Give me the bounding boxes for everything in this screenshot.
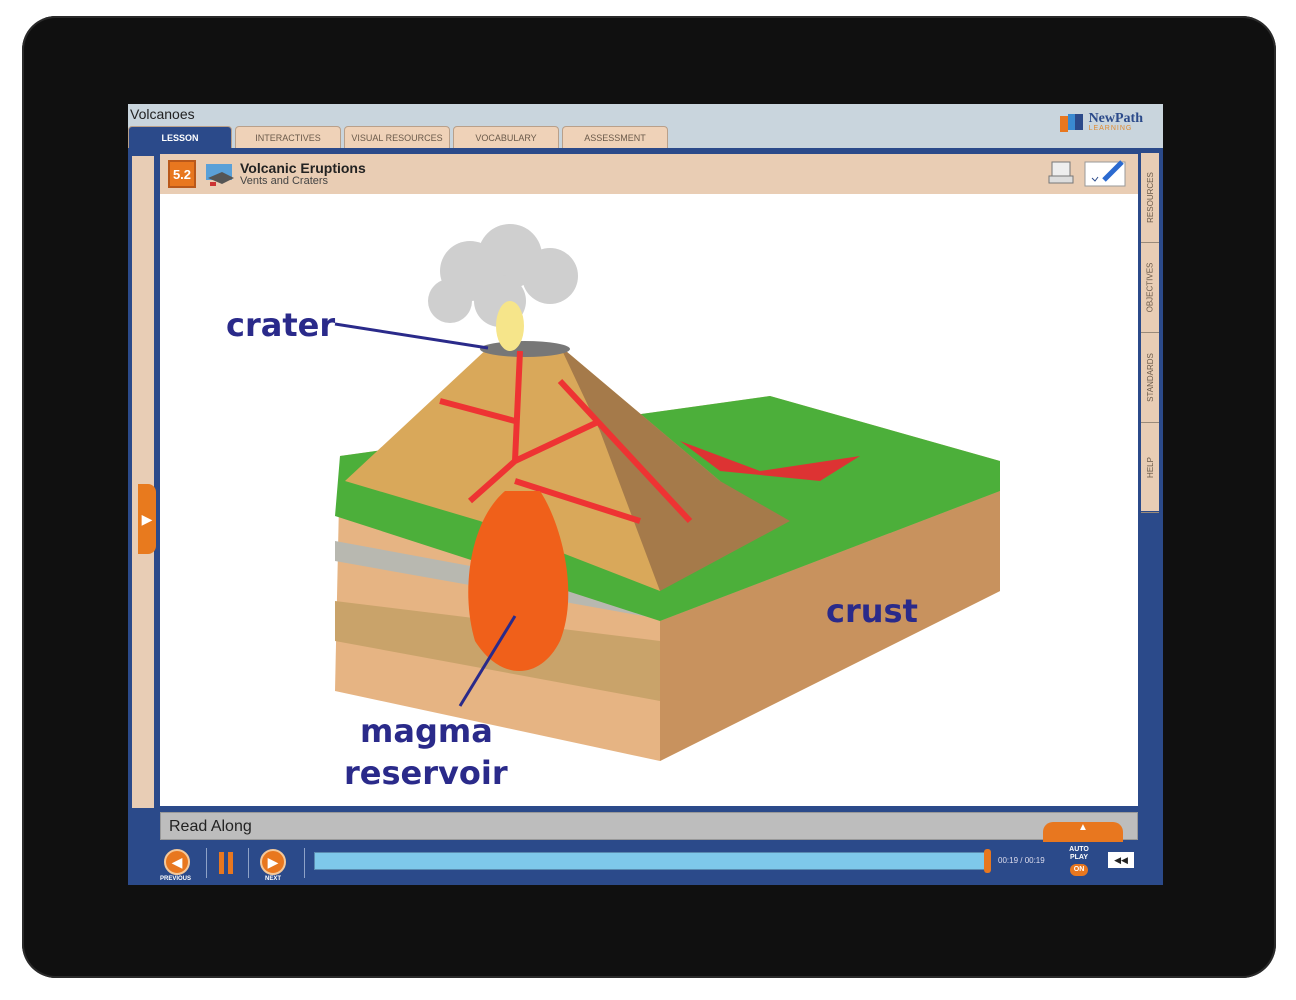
notes-pen-icon[interactable] (1084, 158, 1128, 188)
graduation-cap-icon (206, 164, 234, 186)
lesson-content: crater crust magma reservoir (160, 194, 1138, 806)
magma-reservoir (468, 491, 569, 671)
eruption-glow (496, 301, 524, 351)
previous-label: PREVIOUS (160, 876, 192, 882)
side-tab-help[interactable]: HELP (1141, 423, 1159, 513)
tab-lesson[interactable]: LESSON (128, 126, 232, 148)
side-tab-label: HELP (1145, 457, 1155, 478)
ash-cloud (428, 224, 578, 327)
side-tab-label: OBJECTIVES (1145, 262, 1155, 313)
expand-left-panel-button[interactable]: ▶ (138, 484, 156, 554)
lesson-title: Volcanic Eruptions (240, 160, 366, 176)
progress-bar[interactable] (314, 852, 988, 870)
lesson-subtitle: Vents and Craters (240, 175, 329, 187)
divider (206, 848, 207, 878)
autoplay-toggle[interactable]: AUTO PLAY ON (1068, 846, 1090, 876)
divider (304, 848, 305, 878)
expand-read-along-button[interactable]: ▲ (1043, 822, 1123, 842)
magma-pointer (458, 615, 517, 707)
autoplay-label: AUTO PLAY (1069, 846, 1089, 861)
label-reservoir: reservoir (344, 754, 508, 792)
volcano-diagram (334, 224, 1000, 761)
logo-text: NewPath (1088, 111, 1143, 126)
next-label: NEXT (265, 876, 282, 882)
side-tabs: RESOURCES OBJECTIVES STANDARDS HELP (1140, 152, 1160, 513)
logo-subtext: LEARNING (1088, 125, 1133, 132)
print-icon[interactable] (1048, 160, 1074, 186)
tab-interactives[interactable]: INTERACTIVES (235, 126, 341, 148)
autoplay-state: ON (1070, 864, 1088, 876)
crater-rim (480, 341, 570, 357)
side-tab-standards[interactable]: STANDARDS (1141, 333, 1159, 423)
audio-rewind-button[interactable]: ◀◀ (1108, 852, 1134, 868)
label-crater: crater (226, 306, 336, 344)
divider (248, 848, 249, 878)
label-magma: magma (360, 712, 493, 750)
time-readout: 00:19 / 00:19 (998, 856, 1045, 865)
divider (128, 148, 1163, 152)
lesson-number-badge: 5.2 (168, 160, 196, 188)
progress-handle[interactable] (984, 849, 991, 873)
side-tab-objectives[interactable]: OBJECTIVES (1141, 243, 1159, 333)
book-icon (1059, 114, 1083, 132)
tab-assessment[interactable]: ASSESSMENT (562, 126, 668, 148)
label-crust: crust (826, 592, 918, 630)
app-title: Volcanoes (130, 106, 195, 122)
read-along-label: Read Along (169, 818, 252, 835)
next-button[interactable]: ▶ (260, 849, 286, 875)
main-tabs: LESSON INTERACTIVES VISUAL RESOURCES VOC… (128, 126, 668, 148)
pause-button[interactable] (216, 852, 236, 874)
previous-button[interactable]: ◀ (164, 849, 190, 875)
left-panel (130, 154, 156, 810)
player-controls: ◀ PREVIOUS ▶ NEXT 00:19 / 00:19 AUTO PLA… (158, 842, 1163, 885)
lesson-header: 5.2 Volcanic Eruptions Vents and Craters (160, 154, 1138, 194)
crust-side (660, 491, 1000, 761)
lava-flow (680, 441, 860, 481)
side-tab-label: STANDARDS (1145, 353, 1155, 402)
side-tab-resources[interactable]: RESOURCES (1141, 153, 1159, 243)
side-tab-label: RESOURCES (1145, 172, 1155, 223)
tab-visual-resources[interactable]: VISUAL RESOURCES (344, 126, 450, 148)
volcano-shadow (560, 346, 790, 591)
crater-pointer (334, 322, 489, 350)
tab-vocabulary[interactable]: VOCABULARY (453, 126, 559, 148)
read-along-panel: Read Along (160, 812, 1138, 840)
magma-vents (439, 350, 693, 524)
